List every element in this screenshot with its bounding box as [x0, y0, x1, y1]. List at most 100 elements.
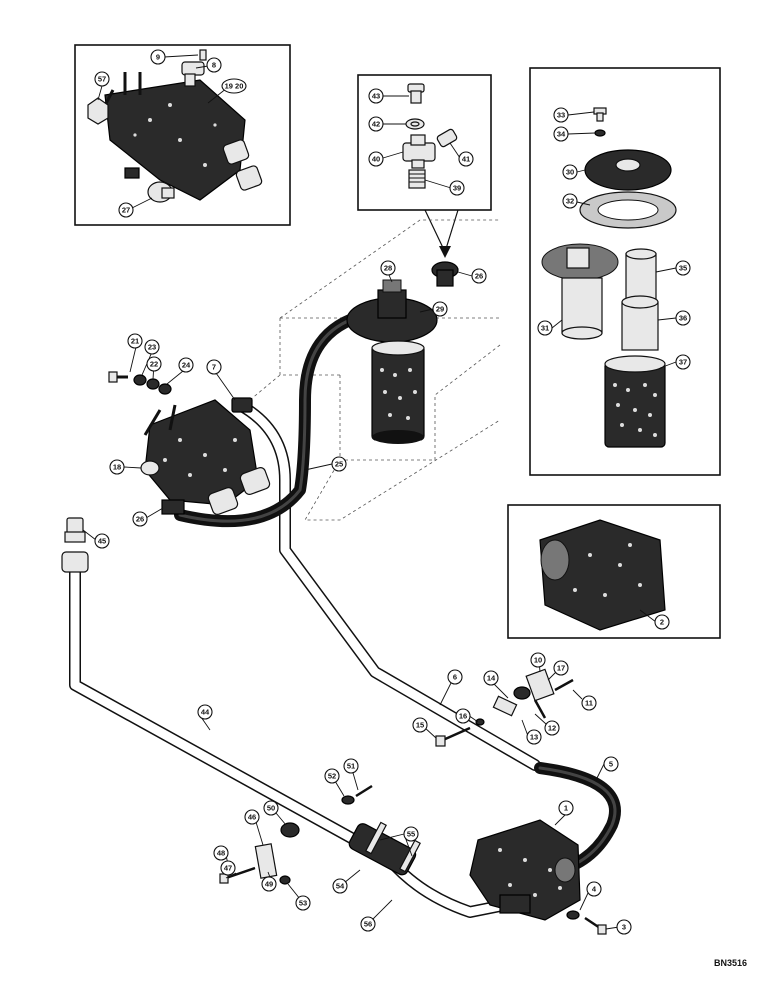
callout-bubble [295, 895, 311, 911]
callout-c57: 57 [94, 71, 110, 87]
callout-bubble [380, 260, 396, 276]
callout-bubble [213, 845, 229, 861]
callout-label: 42 [372, 120, 380, 129]
callout-bubble [586, 881, 602, 897]
callout-bubble [483, 670, 499, 686]
callout-bubble [562, 193, 578, 209]
reservoir-filter-head [346, 279, 438, 444]
callout-bubble [368, 88, 384, 104]
callout-c5: 5 [603, 756, 619, 772]
callout-label: 56 [364, 920, 372, 929]
callout-c44: 44 [197, 704, 213, 720]
callout-label: 12 [548, 724, 556, 733]
callout-bubble [530, 652, 546, 668]
callout-label: 30 [566, 168, 574, 177]
callout-label: 11 [585, 699, 593, 708]
callout-c40: 40 [368, 151, 384, 167]
callout-c34: 34 [553, 126, 569, 142]
callout-c36: 36 [675, 310, 691, 326]
callout-label: 49 [265, 880, 273, 889]
callout-bubble [244, 809, 260, 825]
callout-c33: 33 [553, 107, 569, 123]
callout-label: 36 [679, 314, 687, 323]
callout-label: 4 [592, 885, 597, 894]
callout-label: 40 [372, 155, 380, 164]
callout-bubble [526, 729, 542, 745]
callout-label: 17 [557, 664, 565, 673]
callout-label: 47 [224, 864, 232, 873]
callout-bubble [562, 164, 578, 180]
filter-assembly-inset [541, 107, 677, 448]
callout-c26b: 26 [132, 511, 148, 527]
callout-bubble [118, 202, 134, 218]
callout-c51: 51 [343, 758, 359, 774]
callout-c47: 47 [220, 860, 236, 876]
callout-c41: 41 [458, 151, 474, 167]
callout-label: 23 [148, 343, 156, 352]
callout-bubble [581, 695, 597, 711]
callout-label: 37 [679, 358, 687, 367]
callout-label: 55 [407, 830, 415, 839]
callout-c56: 56 [360, 916, 376, 932]
callout-bubble [332, 878, 348, 894]
callout-c8: 8 [206, 57, 222, 73]
callout-c3: 3 [616, 919, 632, 935]
callout-bubble [675, 354, 691, 370]
clamp-group-10-17 [435, 668, 574, 747]
callout-label: 19 20 [225, 82, 244, 91]
inset-fitting-27 [147, 181, 175, 203]
callout-bubble [263, 800, 279, 816]
callout-label: 15 [416, 721, 424, 730]
callout-label: 21 [131, 337, 139, 346]
callout-bubble [150, 49, 166, 65]
callout-label: 41 [462, 155, 470, 164]
callout-c12: 12 [544, 720, 560, 736]
callout-bubble [675, 310, 691, 326]
callout-bubble [343, 758, 359, 774]
callout-label: 27 [122, 206, 130, 215]
callout-c9: 9 [150, 49, 166, 65]
callout-c16: 16 [455, 708, 471, 724]
callout-c37: 37 [675, 354, 691, 370]
callout-bubble [368, 116, 384, 132]
callout-c4: 4 [586, 881, 602, 897]
callout-label: 5 [609, 760, 613, 769]
callout-label: 39 [453, 184, 461, 193]
callout-c18: 18 [109, 459, 125, 475]
inset-frame-filter-assembly [529, 67, 721, 476]
pressure-hose-5 [534, 762, 621, 876]
callout-label: 50 [267, 804, 275, 813]
callout-c32: 32 [562, 193, 578, 209]
callout-bubble [553, 660, 569, 676]
callout-label: 48 [217, 849, 225, 858]
callout-bubble [94, 71, 110, 87]
callout-bubble [220, 860, 236, 876]
callout-label: 26 [475, 272, 483, 281]
return-hose-25 [174, 309, 371, 528]
callout-label: 54 [336, 882, 345, 891]
callout-c39: 39 [449, 180, 465, 196]
callout-label: 13 [530, 733, 538, 742]
inset-frame-pump [507, 504, 721, 639]
callout-bubble [368, 151, 384, 167]
control-valve-inset-body [98, 72, 263, 201]
callout-c49: 49 [261, 876, 277, 892]
callout-label: 51 [347, 762, 355, 771]
callout-label: 52 [328, 772, 336, 781]
callout-label: 8 [212, 61, 216, 70]
drawing-reference-number: BN3516 [714, 958, 747, 968]
inset-frame-filler-fittings [357, 74, 492, 211]
callout-c46: 46 [244, 809, 260, 825]
callout-label: 7 [212, 363, 216, 372]
callout-label: 6 [453, 673, 457, 682]
callout-label: 22 [150, 360, 158, 369]
callout-label: 25 [335, 460, 343, 469]
callout-c31: 31 [537, 320, 553, 336]
callout-c15: 15 [412, 717, 428, 733]
inset-elbow-8 [181, 61, 205, 87]
callout-label: 32 [566, 197, 574, 206]
callout-label: 14 [487, 674, 496, 683]
callout-label: 57 [98, 75, 106, 84]
pump-bolts-3-4 [566, 910, 607, 935]
callout-c24: 24 [178, 357, 194, 373]
